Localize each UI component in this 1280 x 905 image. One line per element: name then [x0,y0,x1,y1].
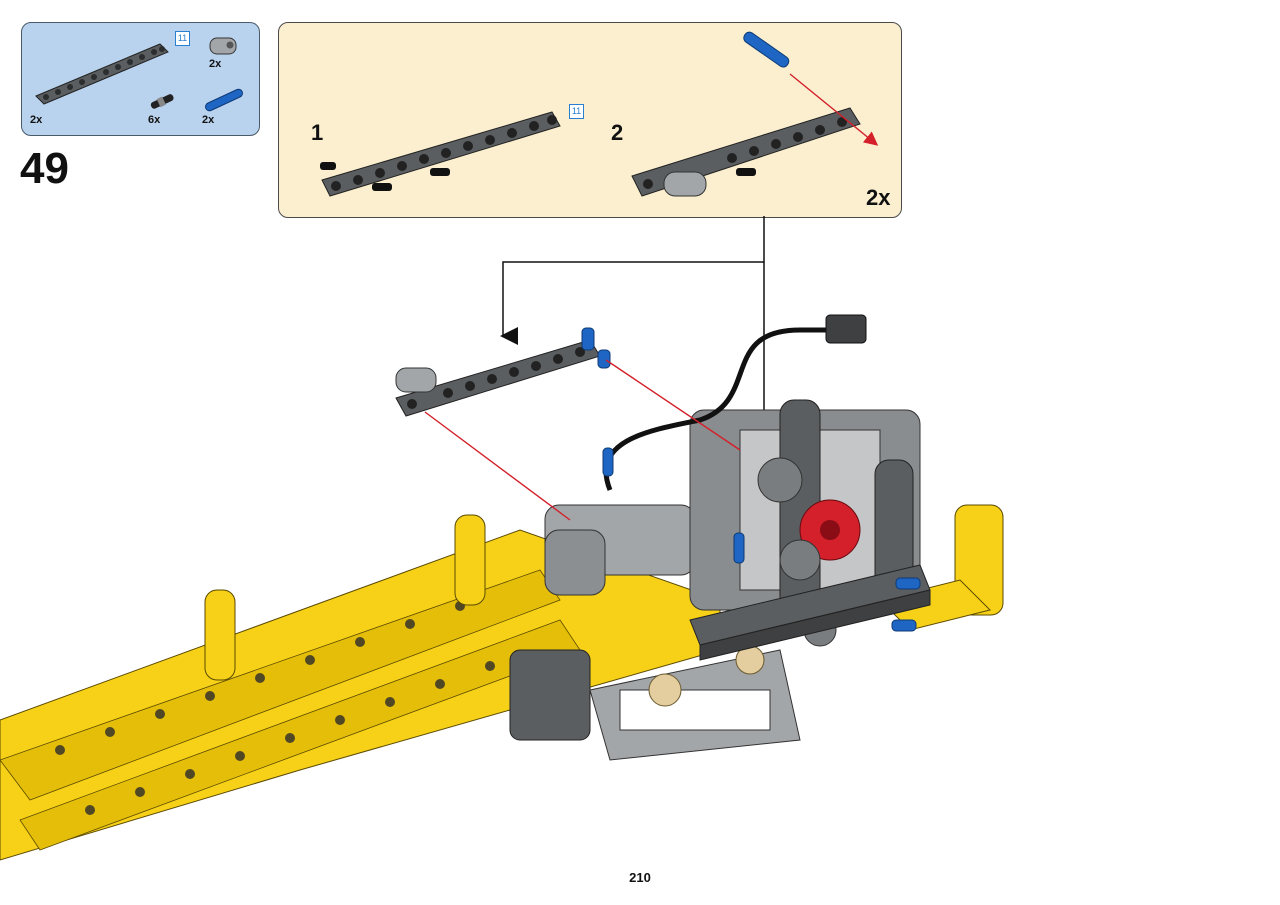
sub-step-2-number: 2 [611,120,624,145]
floating-beam [395,327,611,417]
main-model [0,314,1004,861]
blue-pin-qty: 2x [202,114,215,126]
sub-step-2-beam [631,31,879,197]
parts-black-pin-icon [150,94,174,109]
connector-qty: 2x [209,58,222,70]
page-number: 210 [629,870,651,885]
sub-assembly-multiplier: 2x [866,185,891,210]
beam-length-indicator: 11 [175,31,190,46]
parts-connector-icon [209,37,237,55]
step-number: 49 [20,144,69,193]
parts-beam-icon [35,43,169,105]
beam-qty: 2x [30,114,43,126]
parts-blue-pin-icon [204,88,244,112]
sub-step-1-beam [320,111,561,197]
sub-beam-length-indicator: 11 [569,104,584,119]
sub-step-1-number: 1 [311,120,324,145]
black-pin-qty: 6x [148,114,161,126]
